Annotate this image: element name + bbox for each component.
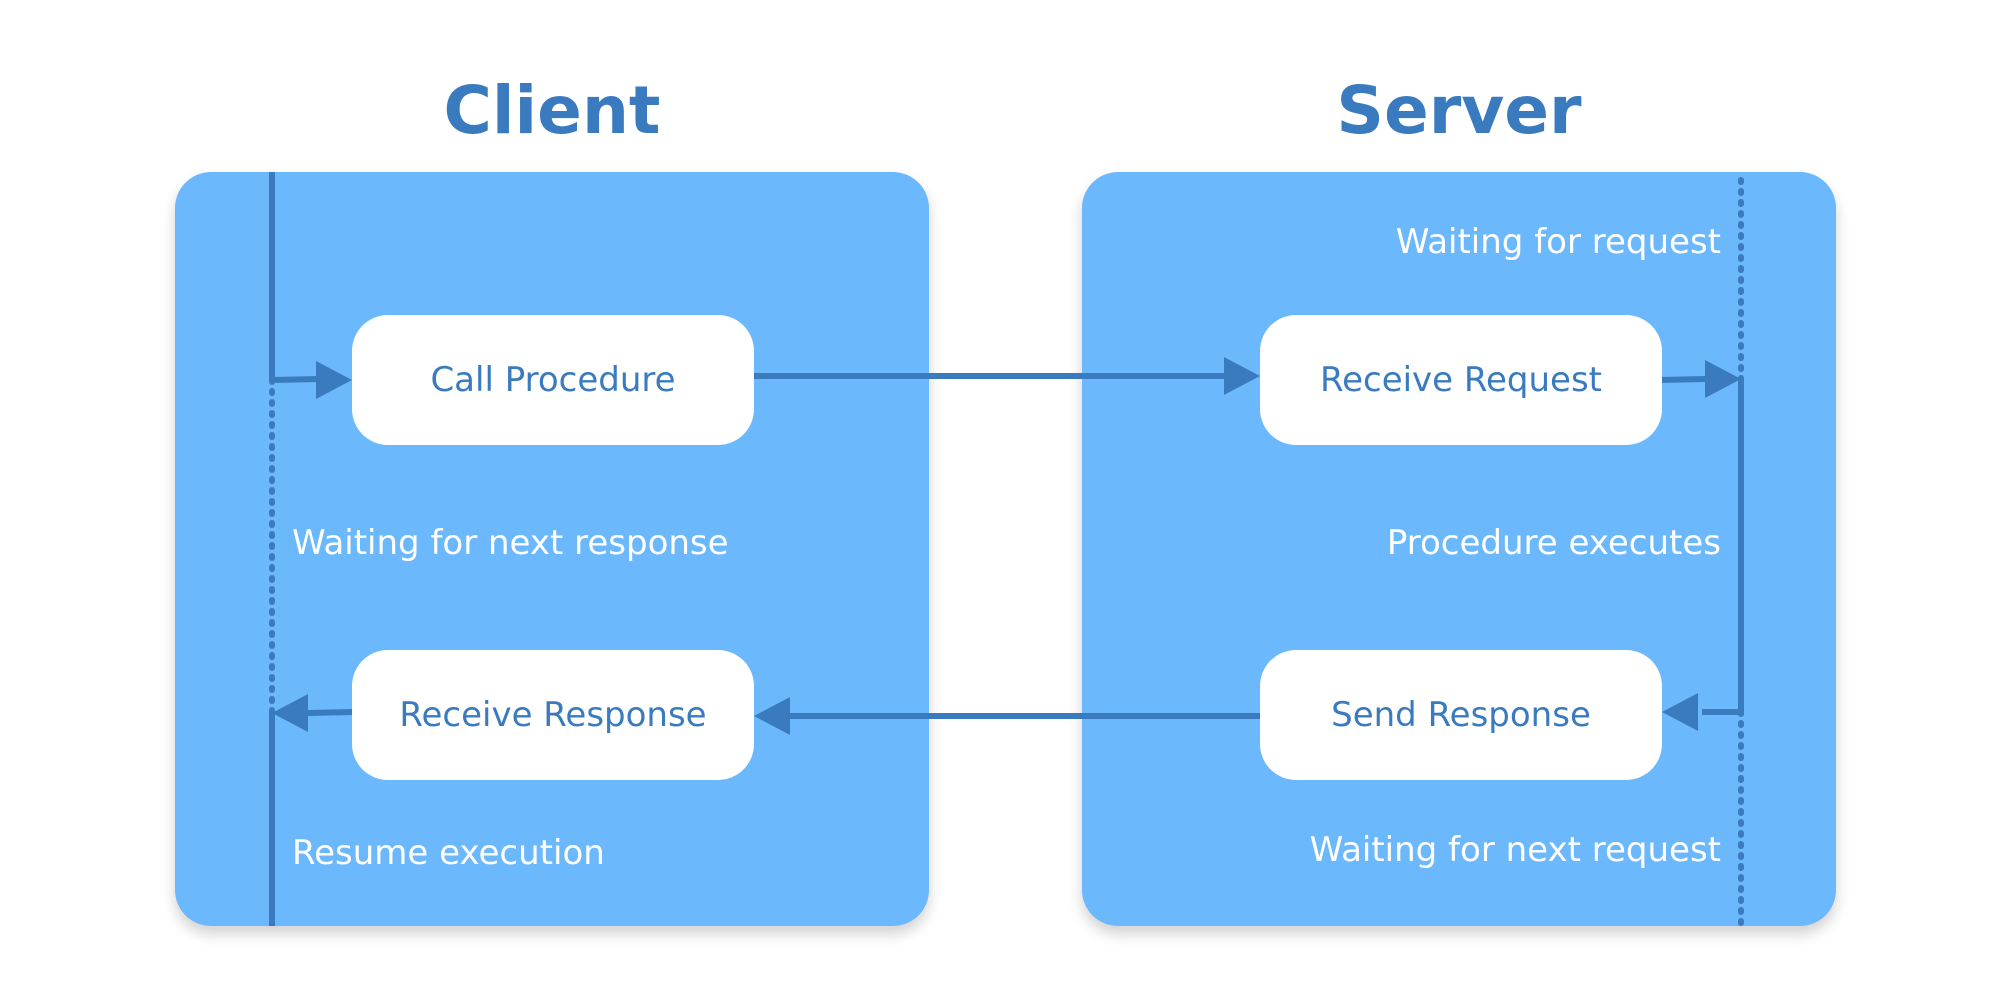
client-call-connector (271, 376, 321, 383)
call-arrowhead (316, 361, 352, 399)
client-waiting-note: Waiting for next response (292, 523, 729, 563)
server-procedure-executes-note: Procedure executes (1386, 523, 1721, 563)
client-receive-arrowhead (272, 694, 308, 732)
server-waiting-next-request-note: Waiting for next request (1309, 830, 1721, 870)
server-panel (1082, 172, 1836, 926)
client-receive-connector (307, 709, 355, 716)
receive-response-box: Receive Response (352, 650, 754, 780)
request-arrowhead (1224, 357, 1260, 395)
call-procedure-box: Call Procedure (352, 315, 754, 445)
receive-request-box: Receive Request (1260, 315, 1662, 445)
server-title: Server (1336, 72, 1582, 149)
server-receive-connector (1659, 376, 1707, 383)
server-receive-arrowhead (1705, 360, 1741, 398)
server-send-arrowhead (1662, 693, 1698, 731)
send-response-box: Send Response (1260, 650, 1662, 780)
server-waiting-request-note: Waiting for request (1395, 222, 1721, 262)
client-resume-note: Resume execution (292, 833, 605, 873)
response-arrowhead (754, 697, 790, 735)
client-title: Client (443, 72, 661, 149)
client-panel (175, 172, 929, 926)
